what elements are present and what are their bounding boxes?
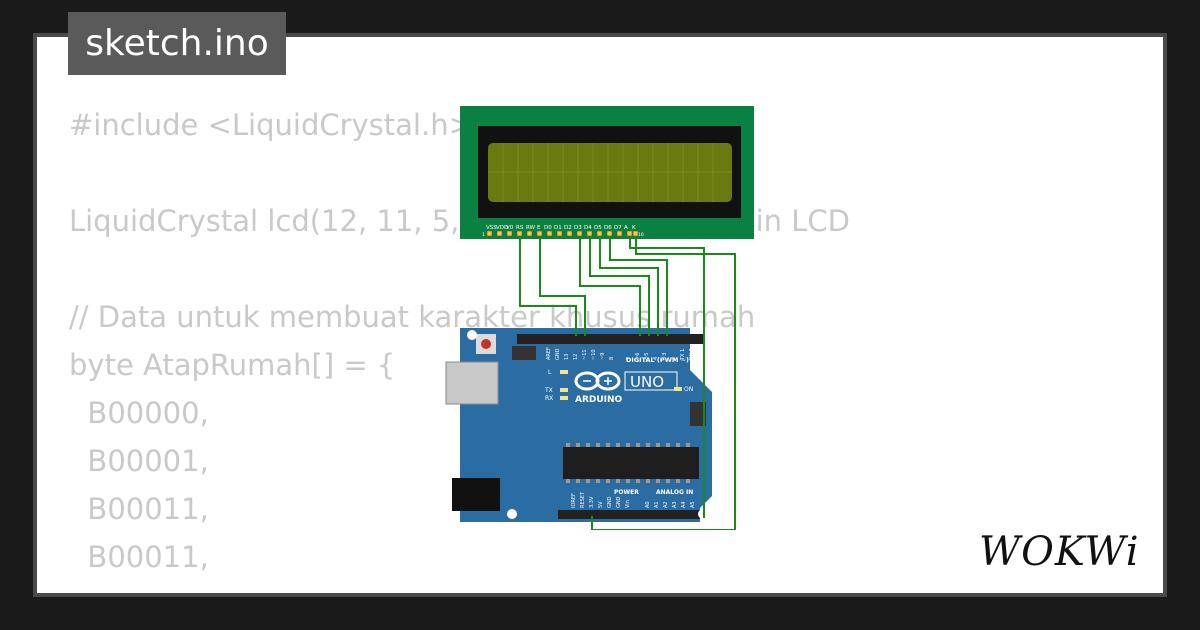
wokwi-logo-text: WOKWi	[979, 529, 1140, 575]
code-line: byte AtapRumah[] = {	[69, 348, 396, 382]
led-rx	[560, 396, 568, 400]
analog-pin-label: A4	[681, 501, 687, 508]
lcd-pin-label: K	[632, 225, 636, 231]
lcd-pin-label: D6	[604, 225, 612, 231]
lcd-pin-last: 16	[638, 232, 644, 238]
wire-anode[interactable]	[629, 236, 705, 518]
code-line: B00011,	[69, 540, 209, 574]
wire-d5[interactable]	[589, 236, 650, 336]
led-tx	[560, 388, 568, 392]
arduino-pin-label: 7	[626, 357, 632, 360]
microcontroller-chip	[563, 447, 699, 479]
lcd-pin-label: A	[624, 225, 628, 231]
analog-pin-label: A5	[690, 501, 696, 508]
power-jack	[452, 478, 500, 511]
arduino-pin-label: ~10	[591, 349, 597, 360]
power-pin-label: Vin	[625, 500, 631, 508]
lcd-pin-label: D5	[594, 225, 602, 231]
wires[interactable]	[519, 236, 736, 530]
arduino-pin-label: ~9	[600, 353, 606, 360]
lcd-pin-label: D4	[584, 225, 592, 231]
power-pin-label: IOREF	[571, 493, 577, 508]
code-line: B00011,	[69, 492, 209, 526]
power-pin-label: GND	[616, 496, 622, 508]
arduino-pin-label: 13	[564, 354, 570, 360]
wire-d4[interactable]	[579, 236, 641, 336]
arduino-pin-label: ~5	[644, 353, 650, 360]
arduino-infinity-icon	[574, 371, 621, 391]
lcd-module[interactable]: VSS VDD V0 RS RW E D0 D1 D2 D3 D4 D5 D6 …	[460, 106, 754, 239]
power-pin-label: 3.3V	[589, 496, 595, 508]
circuit-diagram[interactable]: VSS VDD V0 RS RW E D0 D1 D2 D3 D4 D5 D6 …	[440, 100, 760, 530]
led-l-label: L	[548, 369, 552, 376]
uno-badge	[624, 371, 678, 391]
lcd-pin-label: RW	[526, 225, 536, 231]
lcd-pin-label: D1	[554, 225, 562, 231]
lcd-character-grid	[488, 143, 732, 202]
arduino-pin-label: 12	[573, 354, 579, 360]
analog-label: ANALOG IN	[656, 489, 693, 496]
arduino-pin-label: TX 1	[680, 349, 686, 361]
arduino-pin-label: GND	[555, 348, 561, 360]
arduino-pin-label: AREF	[546, 347, 552, 360]
analog-pin-label: A2	[663, 501, 669, 508]
wire-d6[interactable]	[599, 236, 659, 336]
code-line: #include <LiquidCrystal.h>	[69, 108, 473, 142]
arduino-pin-label: ~11	[582, 349, 588, 360]
lcd-pin-first: 1	[482, 232, 485, 238]
lcd-pin-label: V0	[506, 225, 514, 231]
wokwi-logo: WOKWi	[979, 529, 1140, 575]
arduino-pin-label: ~6	[635, 353, 641, 360]
file-title: sketch.ino	[68, 12, 286, 75]
code-line: B00111,	[69, 581, 850, 593]
power-analog-header[interactable]	[558, 510, 700, 519]
digital-label: DIGITAL (PWM ~)	[626, 356, 689, 364]
arduino-pin-label: 8	[609, 357, 615, 360]
arduino-pin-label: 4	[653, 357, 659, 360]
led-rx-label: RX	[545, 395, 553, 402]
led-on	[674, 387, 682, 391]
power-pin-label: RESET	[580, 491, 586, 508]
wire-d7[interactable]	[609, 236, 668, 336]
wire-power[interactable]	[591, 236, 736, 530]
arduino-symbol-icon	[583, 377, 612, 385]
analog-pin-labels: A0 A1 A2 A3 A4 A5	[645, 501, 696, 508]
usb-connector	[445, 361, 499, 405]
analog-pin-label: A3	[672, 501, 678, 508]
code-line: B00001,	[69, 444, 209, 478]
arduino-uno-board[interactable]: AREF GND 13 12 ~11 ~10 ~9 8 7 ~6 ~5 4 ~3…	[445, 328, 712, 522]
led-on-label: ON	[684, 386, 693, 393]
top-pin-labels: AREF GND 13 12 ~11 ~10 ~9 8 7 ~6 ~5 4 ~3…	[546, 347, 695, 361]
analog-pin-label: A0	[645, 501, 651, 508]
wire-e[interactable]	[539, 236, 586, 336]
led-tx-label: TX	[544, 387, 553, 394]
lcd-pin-label: D2	[564, 225, 572, 231]
lcd-pin-label: E	[537, 225, 541, 231]
digital-header[interactable]	[517, 334, 705, 344]
arduino-pin-label: ~3	[662, 353, 668, 360]
power-pin-labels: IOREF RESET 3.3V 5V GND GND Vin	[571, 491, 631, 508]
lcd-pin-label: VSS	[486, 225, 497, 231]
icsp-header	[512, 346, 706, 426]
lcd-pin-label: D0	[544, 225, 552, 231]
model-label: UNO	[630, 373, 664, 391]
code-line: B00000,	[69, 396, 209, 430]
led-l	[560, 370, 568, 374]
lcd-pin-labels: VSS VDD V0 RS RW E D0 D1 D2 D3 D4 D5 D6 …	[482, 225, 644, 238]
power-pin-label: 5V	[598, 501, 604, 508]
lcd-pin-label: VDD	[496, 225, 508, 231]
brand-label: ARDUINO	[575, 395, 623, 405]
power-pin-label: GND	[607, 496, 613, 508]
reset-button-cap[interactable]	[481, 339, 491, 349]
arduino-pin-label: RX 0	[689, 348, 695, 360]
chip-pins	[566, 443, 690, 483]
analog-pin-label: A1	[654, 501, 660, 508]
lcd-pin-label: D3	[574, 225, 582, 231]
wire-rs[interactable]	[519, 236, 577, 336]
lcd-pin-label: RS	[516, 225, 524, 231]
lcd-pin-label: D7	[614, 225, 622, 231]
power-label: POWER	[614, 489, 639, 496]
arduino-pin-label: 2	[671, 357, 677, 360]
